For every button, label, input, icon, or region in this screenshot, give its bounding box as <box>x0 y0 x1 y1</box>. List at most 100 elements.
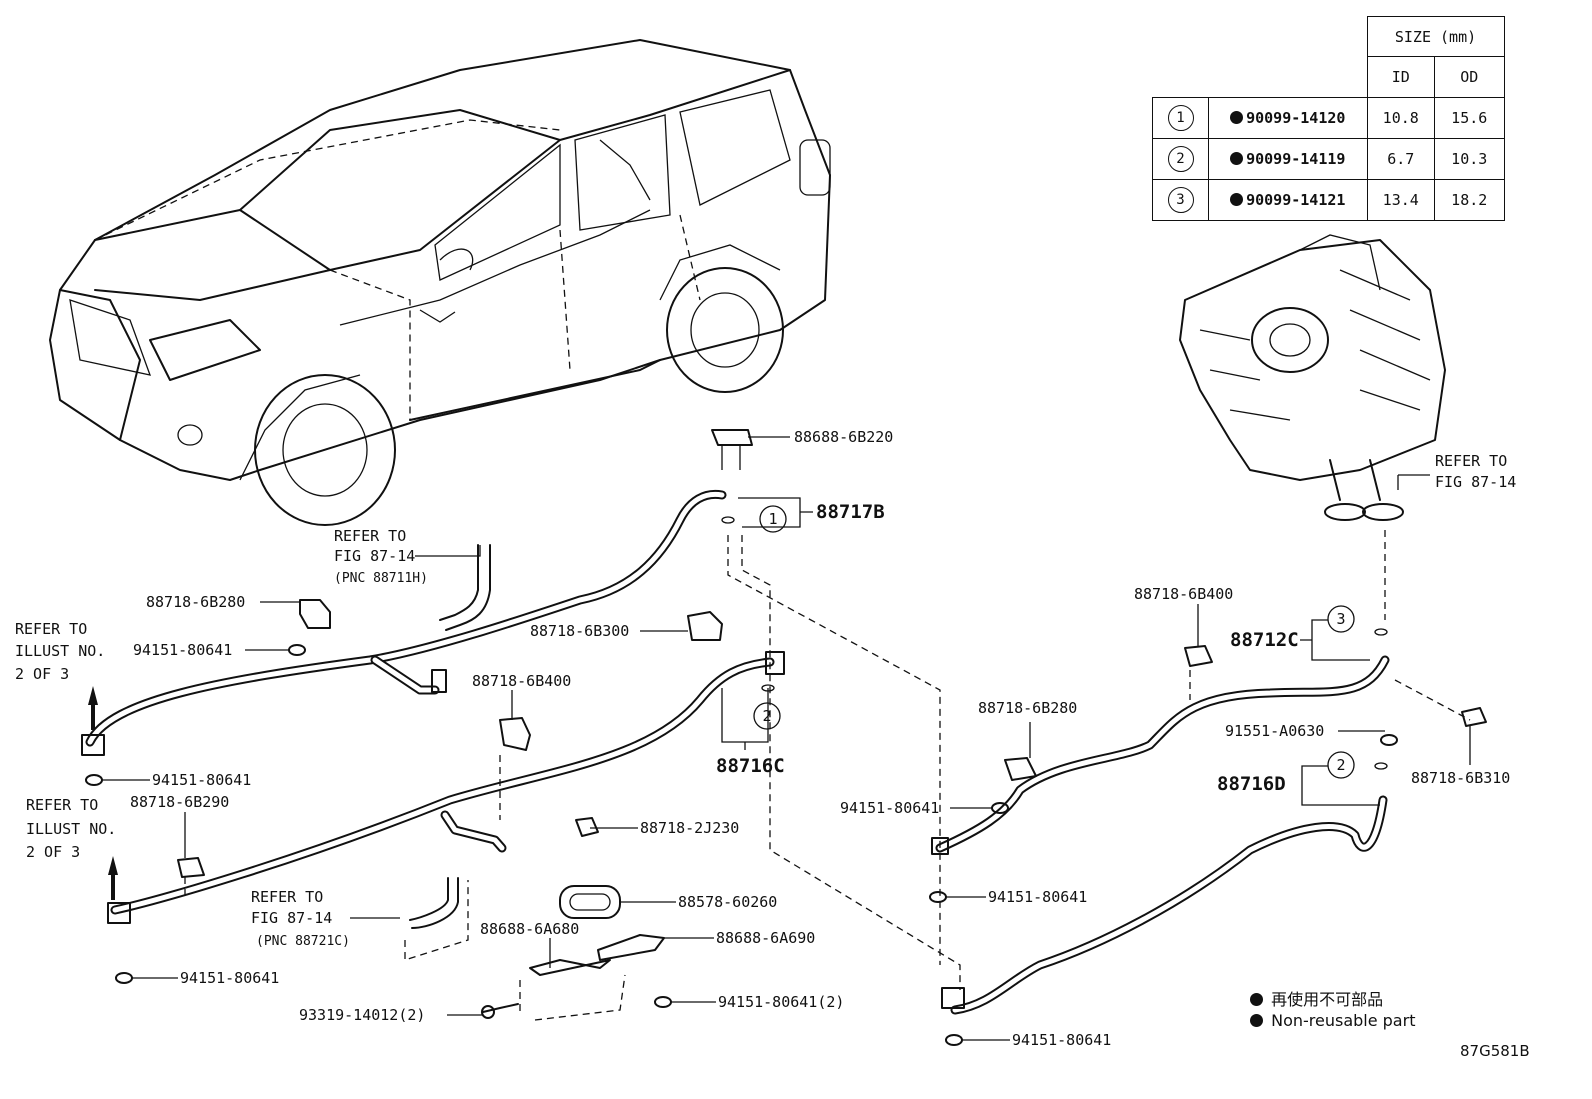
row-2-id: 6.7 <box>1366 138 1435 180</box>
label-88688-6A680: 88688-6A680 <box>480 920 579 938</box>
hose-lower-ref <box>409 877 459 929</box>
label-88718-2J230: 88718-2J230 <box>640 819 739 837</box>
label-88718-6B400-b: 88718-6B400 <box>1134 585 1233 603</box>
label-88718-6B300: 88718-6B300 <box>530 622 629 640</box>
row-3-od: 18.2 <box>1433 179 1505 221</box>
arrow-up-icon-b <box>108 856 118 900</box>
pipe-88716C <box>110 657 775 915</box>
clip-88718-6B280-b <box>1004 757 1037 781</box>
pipe-88712C <box>935 655 1390 853</box>
label-88712C: 88712C <box>1230 629 1299 651</box>
circle-2a-label: 2 <box>762 707 771 725</box>
clip-88718-6B280-a <box>299 599 331 629</box>
size-row-1: 1 90099-14120 10.8 15.6 <box>1152 97 1505 139</box>
label-94151-e: 94151-80641 <box>840 799 939 817</box>
circle-2b-label: 2 <box>1336 756 1345 774</box>
label-88688-6B220: 88688-6B220 <box>794 428 893 446</box>
grommet-88578-60260 <box>559 885 621 919</box>
col-id-header: ID <box>1366 56 1435 98</box>
label-illust-a-3: 2 OF 3 <box>15 665 69 683</box>
row-3-id: 13.4 <box>1366 179 1435 221</box>
size-table: SIZE (mm) ID OD 1 90099-14120 10.8 15.6 … <box>1152 16 1505 221</box>
label-ref-fig-bot-2: FIG 87-14 <box>251 909 332 927</box>
size-row-3: 3 90099-14121 13.4 18.2 <box>1152 179 1505 221</box>
label-94151-d: 94151-80641(2) <box>718 993 844 1011</box>
label-88718-6B280-b: 88718-6B280 <box>978 699 1077 717</box>
bolt-93319 <box>481 1003 519 1019</box>
dashed-links <box>184 530 1471 1021</box>
row-1-id: 10.8 <box>1366 97 1435 139</box>
vehicle-illustration <box>49 39 831 526</box>
arrow-up-icon-a <box>88 686 98 730</box>
label-illust-b-1: REFER TO <box>26 796 98 814</box>
label-88578-60260: 88578-60260 <box>678 893 777 911</box>
hose-upper-ref <box>439 544 491 631</box>
label-illust-a-1: REFER TO <box>15 620 87 638</box>
label-91551-A0630: 91551-A0630 <box>1225 722 1324 740</box>
circled-numbers: 1 2 3 2 <box>753 505 1355 779</box>
legend-dot-icon <box>1250 993 1263 1006</box>
bracket-88688-6A680 <box>529 959 611 976</box>
clip-88718-6B400-b <box>1184 645 1213 667</box>
leader-lines <box>102 436 1471 1041</box>
size-table-header: SIZE (mm) <box>1366 16 1505 57</box>
row-2-part: 90099-14119 <box>1246 150 1346 168</box>
label-88718-6B290: 88718-6B290 <box>130 793 229 811</box>
label-94151-c: 94151-80641 <box>180 969 279 987</box>
size-row-2: 2 90099-14119 6.7 10.3 <box>1152 138 1505 180</box>
hvac-unit-illustration <box>1179 234 1446 521</box>
pipe-88716D <box>950 795 1388 1015</box>
non-reusable-dot-icon <box>1230 152 1244 165</box>
row-3-part: 90099-14121 <box>1246 191 1346 209</box>
pipe-ends <box>81 651 965 1009</box>
label-88717B: 88717B <box>816 501 885 523</box>
row-1-number: 1 <box>1167 105 1194 131</box>
non-reusable-dot-icon <box>1230 193 1244 206</box>
label-94151-g: 94151-80641 <box>1012 1031 1111 1049</box>
bracket-88688-6A690 <box>597 934 665 961</box>
row-2-number: 2 <box>1167 146 1194 172</box>
label-88688-6A690: 88688-6A690 <box>716 929 815 947</box>
label-ref-fig-right-2: FIG 87-14 <box>1435 473 1516 491</box>
clip-88718-6B300 <box>687 611 723 641</box>
label-88718-6B310: 88718-6B310 <box>1411 769 1510 787</box>
label-ref-fig-bot-1: REFER TO <box>251 888 323 906</box>
legend-jp-text: 再使用不可部品 <box>1271 990 1384 1009</box>
label-94151-a: 94151-80641 <box>133 641 232 659</box>
row-1-od: 15.6 <box>1433 97 1505 139</box>
label-ref-fig-bot-3: (PNC 88721C) <box>256 934 350 949</box>
legend-en: Non-reusable part <box>1250 1011 1415 1036</box>
legend: 再使用不可部品 Non-reusable part <box>1250 986 1415 1036</box>
clip-88718-6B400-a <box>499 717 531 751</box>
row-1-part: 90099-14120 <box>1246 109 1346 127</box>
label-93319-14012: 93319-14012(2) <box>299 1006 425 1024</box>
label-illust-b-2: ILLUST NO. <box>26 820 116 838</box>
label-88716D: 88716D <box>1217 773 1286 795</box>
circle-3-label: 3 <box>1336 610 1345 628</box>
col-od-header: OD <box>1433 56 1505 98</box>
row-3-number: 3 <box>1167 187 1194 213</box>
clip-88688-6B220 <box>711 429 753 470</box>
clip-88718-6B310 <box>1461 707 1487 727</box>
legend-en-text: Non-reusable part <box>1271 1011 1416 1030</box>
label-88718-6B400-a: 88718-6B400 <box>472 672 571 690</box>
label-88716C: 88716C <box>716 755 785 777</box>
figure-code: 87G581B <box>1460 1042 1530 1060</box>
label-ref-fig-top-1: REFER TO <box>334 527 406 545</box>
clip-88718-2J230 <box>575 817 599 837</box>
legend-jp: 再使用不可部品 <box>1250 986 1415 1011</box>
circle-1-label: 1 <box>768 510 777 528</box>
pipe-88717B <box>85 489 727 747</box>
label-94151-b: 94151-80641 <box>152 771 251 789</box>
label-ref-fig-top-3: (PNC 88711H) <box>334 571 428 586</box>
non-reusable-dot-icon <box>1230 111 1244 124</box>
label-illust-b-3: 2 OF 3 <box>26 843 80 861</box>
label-88718-6B280-a: 88718-6B280 <box>146 593 245 611</box>
part-labels: 88688-6B220 88717B REFER TO FIG 87-14 (P… <box>15 428 1516 1049</box>
label-ref-fig-right-1: REFER TO <box>1435 452 1507 470</box>
label-ref-fig-top-2: FIG 87-14 <box>334 547 415 565</box>
clip-88718-6B290 <box>177 857 205 878</box>
legend-dot-icon <box>1250 1014 1263 1027</box>
row-2-od: 10.3 <box>1433 138 1505 180</box>
